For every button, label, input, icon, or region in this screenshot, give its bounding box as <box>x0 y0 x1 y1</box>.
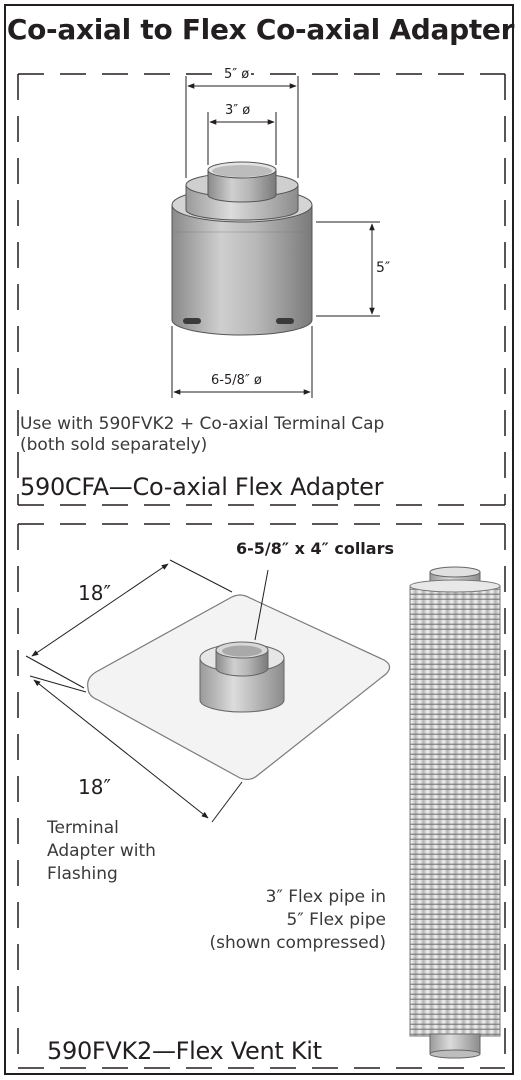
usage-note-line2: (both sold separately) <box>20 435 208 455</box>
terminal-line3: Flashing <box>47 864 118 884</box>
flex-pipe-illustration <box>409 566 501 1059</box>
outer-frame <box>4 4 514 1075</box>
section2-dashed-border <box>17 523 506 1069</box>
inner-diameter-label: 3″ ø <box>225 103 251 118</box>
section1-dimension-lines <box>171 76 380 398</box>
terminal-line1: Terminal <box>47 818 119 838</box>
model-590cfa: 590CFA—Co-axial Flex Adapter <box>20 473 384 501</box>
model-590fvk2: 590FVK2—Flex Vent Kit <box>47 1037 322 1065</box>
dimension-18-bottom: 18″ <box>78 775 111 799</box>
dimension-18-top: 18″ <box>78 581 111 605</box>
usage-note-line1: Use with 590FVK2 + Co-axial Terminal Cap <box>20 414 385 434</box>
collars-label: 6-5/8″ x 4″ collars <box>236 539 394 558</box>
base-diameter-label: 6-5/8″ ø <box>211 373 262 388</box>
section2-dimension-lines <box>25 559 243 823</box>
section1-dashed-border <box>17 73 506 506</box>
flashing-illustration <box>87 569 391 781</box>
height-label: 5″ <box>376 260 391 276</box>
flex-line1: 3″ Flex pipe in <box>265 887 386 907</box>
flex-line2: 5″ Flex pipe <box>286 910 386 930</box>
adapter-illustration <box>171 161 313 336</box>
outer-diameter-label: 5″ ø <box>222 67 252 82</box>
terminal-line2: Adapter with <box>47 841 156 861</box>
page-title: Co-axial to Flex Co-axial Adapter <box>6 13 515 46</box>
flex-line3: (shown compressed) <box>209 933 386 953</box>
